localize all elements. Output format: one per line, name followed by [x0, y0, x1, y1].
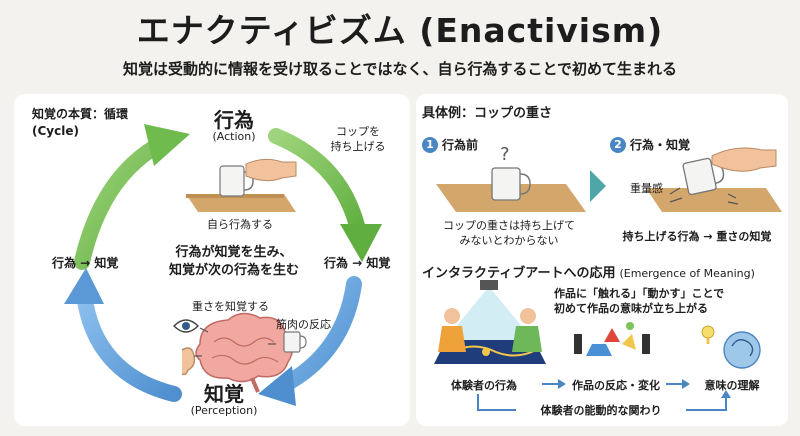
- interactive-art-illustration: [434, 280, 546, 364]
- muscle-label: 筋肉の反応: [276, 318, 331, 331]
- perception-title: 知覚: [204, 382, 244, 406]
- step1-illustration: [436, 167, 586, 212]
- artwork-change-icon: [574, 322, 650, 356]
- application-heading-text: インタラクティブアートへの応用: [422, 266, 616, 281]
- flow-step-understanding: 意味の理解: [704, 379, 760, 392]
- cycle-heading: 知覚の本質：循環 (Cycle): [32, 106, 128, 140]
- cup-icon: [268, 331, 307, 353]
- left-arrow-label: 行為 → 知覚: [52, 256, 119, 270]
- step1-caption-line2: みないとわからない: [459, 234, 559, 247]
- page-subtitle: 知覚は受動的に情報を受け取ることではなく、自ら行為することで初めて生まれる: [122, 60, 678, 78]
- green-arrow-right: [268, 128, 382, 262]
- step2-text: 行為・知覚: [630, 138, 691, 152]
- step1-label: 1 行為前: [422, 136, 478, 153]
- action-subtitle: (Action): [212, 130, 256, 143]
- bubble-line1: 作品に「触れる」「動かす」ことで: [554, 287, 725, 300]
- blue-arrow-left: [64, 268, 182, 402]
- lift-cup-label: コップを 持ち上げる: [318, 124, 398, 154]
- step1-caption: コップの重さは持ち上げて みないとわからない: [416, 218, 602, 248]
- lift-line2: 持ち上げる: [330, 140, 386, 153]
- action-illustration: [186, 158, 297, 212]
- cycle-panel: 知覚の本質：循環 (Cycle) 行為 (Action) コップを 持ち上げる …: [14, 94, 410, 426]
- eye-icon: [173, 319, 209, 333]
- step2-caption: 持ち上げる行為 → 重さの知覚: [622, 230, 772, 243]
- question-mark-icon: ?: [500, 144, 510, 165]
- action-title: 行為: [214, 108, 254, 132]
- center-line1: 行為が知覚を生み、: [175, 245, 293, 260]
- speech-bubble: 作品に「触れる」「動かす」ことで 初めて作品の意味が立ち上がる: [554, 286, 784, 316]
- step1-caption-line1: コップの重さは持ち上げて: [443, 219, 575, 232]
- self-action-label: 自ら行為する: [207, 218, 273, 231]
- center-line2: 知覚が次の行為を生む: [168, 263, 299, 278]
- flow-bottom-label: 体験者の能動的な関わり: [516, 402, 686, 418]
- weight-label: 重量感: [630, 182, 663, 195]
- sense-weight-label: 重さを知覚する: [192, 300, 269, 313]
- understanding-icon: [701, 325, 761, 369]
- step1-number: 1: [422, 137, 438, 153]
- step-arrow-icon: [590, 170, 606, 202]
- application-heading: インタラクティブアートへの応用(Emergence of Meaning): [422, 262, 755, 281]
- step2-number: 2: [610, 137, 626, 153]
- page-title: エナクティビズム (Enactivism): [136, 11, 664, 50]
- center-statement: 行為が知覚を生み、 知覚が次の行為を生む: [144, 244, 324, 280]
- example-heading: 具体例：コップの重さ: [422, 106, 553, 121]
- lift-line1: コップを: [336, 125, 380, 138]
- cycle-heading-line2: (Cycle): [32, 124, 79, 138]
- example-illustrations: [434, 147, 782, 411]
- perception-subtitle: (Perception): [190, 404, 258, 417]
- ear-icon: [181, 347, 202, 376]
- bubble-line2: 初めて作品の意味が立ち上がる: [554, 302, 708, 315]
- green-arrow-left: [74, 124, 190, 270]
- step1-text: 行為前: [442, 138, 479, 152]
- brain-illustration: [195, 312, 294, 393]
- application-heading-en: (Emergence of Meaning): [619, 267, 755, 280]
- cycle-heading-line1: 知覚の本質：循環: [32, 107, 129, 121]
- blue-arrow-right: [258, 276, 362, 406]
- example-panel: 具体例：コップの重さ 1 行為前 ? コップの重さは持ち上げて みないとわからない…: [416, 94, 788, 426]
- flow-step-action: 体験者の行為: [451, 379, 517, 392]
- step2-label: 2 行為・知覚: [610, 136, 690, 153]
- step2-illustration: [646, 147, 782, 212]
- right-arrow-label: 行為 → 知覚: [324, 256, 391, 270]
- cycle-diagram: [64, 124, 382, 406]
- flow-step-reaction: 作品の反応・変化: [572, 379, 660, 392]
